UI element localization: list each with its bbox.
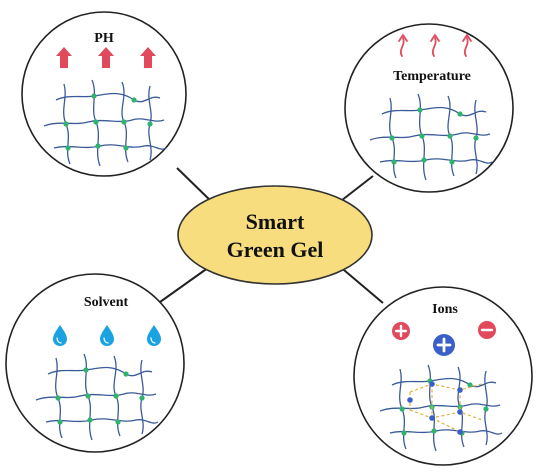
positive-ion-icon: [392, 322, 410, 340]
stimulus-ph: PH: [21, 11, 187, 177]
stimulus-ions: Ions: [353, 286, 533, 466]
center-ellipse: [177, 185, 373, 285]
connector-ph: [176, 167, 215, 205]
stimulus-solvent: Solvent: [5, 273, 185, 453]
positive-ion-large-icon: [433, 334, 455, 356]
connector-ions: [337, 264, 384, 304]
center-node: Smart Green Gel: [177, 185, 373, 285]
center-title-line2: Green Gel: [227, 237, 324, 262]
stimulus-solvent-circle: [5, 273, 185, 453]
center-title-line1: Smart: [246, 209, 305, 234]
negative-ion-icon: [478, 321, 496, 339]
connector-solvent: [159, 264, 213, 303]
stimulus-ions-label: Ions: [432, 302, 458, 317]
stimulus-solvent-label: Solvent: [84, 295, 129, 310]
stimulus-temperature-label: Temperature: [393, 69, 471, 84]
ion-bond-lines: [409, 383, 483, 433]
stimulus-temperature: Temperature: [344, 23, 514, 193]
ion-dots: [407, 381, 463, 435]
stimulus-ph-label: PH: [94, 31, 114, 46]
